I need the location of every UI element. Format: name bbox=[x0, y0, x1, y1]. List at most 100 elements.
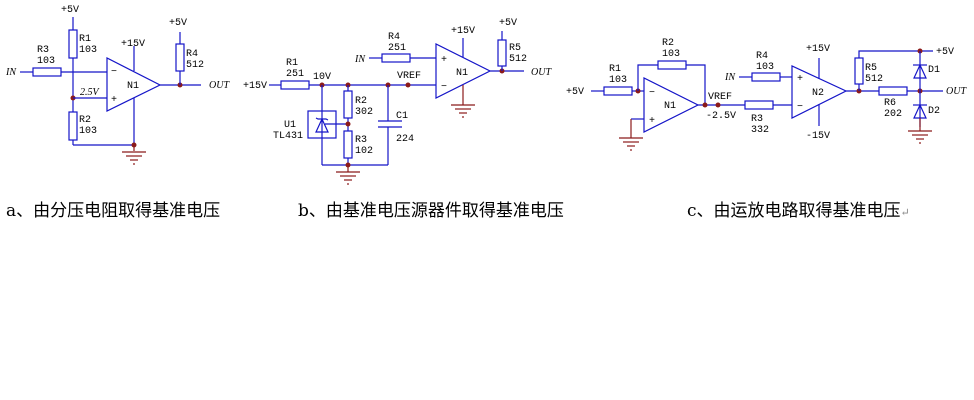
c-r2-value: 103 bbox=[662, 49, 680, 60]
b-supply-in-label: +15V bbox=[243, 81, 267, 92]
c-r4-value: 103 bbox=[756, 62, 774, 73]
a-node-voltage: 2.5V bbox=[80, 87, 101, 98]
a-r1-name: R1 bbox=[79, 34, 91, 45]
b-r5-value: 512 bbox=[509, 54, 527, 65]
b-opamp-minus: − bbox=[441, 82, 447, 93]
caption-b: b、由基准电压源器件取得基准电压 bbox=[298, 201, 564, 221]
a-resistor-r3 bbox=[32, 67, 62, 77]
c-r5-value: 512 bbox=[865, 74, 883, 85]
c-supply-in-label: +5V bbox=[566, 87, 584, 98]
b-opamp-ground-icon bbox=[451, 104, 475, 118]
a-r2-value: 103 bbox=[79, 126, 97, 137]
b-r2-value: 302 bbox=[355, 107, 373, 118]
b-vref-label: VREF bbox=[397, 71, 421, 82]
a-supply-r1-label: +5V bbox=[61, 5, 79, 16]
a-supply-r4-label: +5V bbox=[169, 18, 187, 29]
b-opamp-supply: +15V bbox=[451, 26, 475, 37]
c-d2-name: D2 bbox=[928, 106, 940, 117]
b-c1-name: C1 bbox=[396, 111, 408, 122]
a-opamp-plus: + bbox=[111, 95, 117, 106]
a-r2-name: R2 bbox=[79, 115, 91, 126]
circuit-b: +15V R1 251 10V VREF U1 TL431 R2 302 R3 … bbox=[243, 18, 552, 185]
a-resistor-r1 bbox=[68, 29, 78, 59]
c-vref-voltage: -2.5V bbox=[706, 111, 736, 122]
c-r2-name: R2 bbox=[662, 38, 674, 49]
c-junction-n1-out bbox=[702, 102, 708, 108]
a-r1-value: 103 bbox=[79, 45, 97, 56]
b-c1-value: 224 bbox=[396, 134, 414, 145]
a-input-label: IN bbox=[5, 67, 17, 78]
b-junction-vref bbox=[405, 82, 411, 88]
a-r4-name: R4 bbox=[186, 49, 198, 60]
c-n2-pos-supply: +15V bbox=[806, 44, 830, 55]
c-r3-name: R3 bbox=[751, 114, 763, 125]
b-input-label: IN bbox=[354, 54, 366, 65]
caption-a: a、由分压电阻取得基准电压 bbox=[6, 201, 221, 221]
b-r1-value: 251 bbox=[286, 69, 304, 80]
c-r5-name: R5 bbox=[865, 63, 877, 74]
b-junction-mid bbox=[345, 121, 351, 127]
c-r1-value: 103 bbox=[609, 75, 627, 86]
c-n2-minus: − bbox=[797, 102, 803, 113]
c-resistor-r1 bbox=[603, 86, 633, 96]
a-opamp-minus: − bbox=[111, 67, 117, 78]
b-u1-name: U1 bbox=[284, 120, 296, 131]
c-output-label: OUT bbox=[946, 86, 967, 97]
b-supply-r5-label: +5V bbox=[499, 18, 517, 29]
a-r3-value: 103 bbox=[37, 56, 55, 67]
c-n1-minus: − bbox=[649, 88, 655, 99]
c-r1-name: R1 bbox=[609, 64, 621, 75]
b-r3-name: R3 bbox=[355, 135, 367, 146]
b-r1-name: R1 bbox=[286, 58, 298, 69]
a-resistor-r2 bbox=[68, 111, 78, 141]
c-n1-name: N1 bbox=[664, 101, 676, 112]
b-resistor-r2 bbox=[343, 90, 353, 119]
c-n1-ground-icon bbox=[619, 137, 643, 151]
c-opamp-n1 bbox=[643, 77, 700, 133]
a-opamp-name: N1 bbox=[127, 81, 139, 92]
c-vref-label: VREF bbox=[708, 92, 732, 103]
b-u1-value: TL431 bbox=[273, 131, 303, 142]
c-resistor-r2 bbox=[657, 60, 687, 70]
b-opamp-name: N1 bbox=[456, 68, 468, 79]
c-input-label: IN bbox=[724, 72, 736, 83]
c-resistor-r3 bbox=[744, 100, 774, 110]
b-resistor-r5 bbox=[497, 39, 507, 67]
b-zener-icon bbox=[315, 117, 329, 133]
b-r2-name: R2 bbox=[355, 96, 367, 107]
c-r6-name: R6 bbox=[884, 98, 896, 109]
c-r6-value: 202 bbox=[884, 109, 902, 120]
c-n1-plus: + bbox=[649, 116, 655, 127]
b-r4-value: 251 bbox=[388, 43, 406, 54]
return-mark-icon: ↵ bbox=[900, 206, 910, 219]
b-opamp-n1 bbox=[435, 43, 492, 99]
b-r5-name: R5 bbox=[509, 43, 521, 54]
c-r3-value: 332 bbox=[751, 125, 769, 136]
schematic-canvas: +5V R1 103 IN R3 103 2.5V R2 103 − + N1 … bbox=[5, 5, 967, 185]
c-r4-name: R4 bbox=[756, 51, 768, 62]
b-opamp-plus: + bbox=[441, 55, 447, 66]
b-resistor-r3 bbox=[343, 130, 353, 159]
a-r3-name: R3 bbox=[37, 45, 49, 56]
a-output-label: OUT bbox=[209, 80, 230, 91]
c-diode-d1-icon bbox=[913, 63, 927, 79]
circuit-c: +5V R1 103 R2 103 − + N1 VREF -2.5V R bbox=[566, 38, 967, 151]
b-resistor-r4 bbox=[381, 53, 411, 63]
a-r4-value: 512 bbox=[186, 60, 204, 71]
b-ground-icon bbox=[336, 165, 360, 185]
b-r4-name: R4 bbox=[388, 32, 400, 43]
c-n2-plus: + bbox=[797, 74, 803, 85]
a-resistor-r4 bbox=[175, 43, 185, 72]
c-supply-top-label: +5V bbox=[936, 47, 954, 58]
c-resistor-r4 bbox=[751, 72, 781, 82]
b-r3-value: 102 bbox=[355, 146, 373, 157]
b-output-label: OUT bbox=[531, 67, 552, 78]
b-resistor-r1 bbox=[280, 80, 310, 90]
c-resistor-r5 bbox=[854, 57, 864, 85]
b-node-voltage: 10V bbox=[313, 72, 331, 83]
c-resistor-r6 bbox=[878, 86, 908, 96]
c-junction-vref bbox=[715, 102, 721, 108]
a-opamp-supply: +15V bbox=[121, 39, 145, 50]
c-n2-neg-supply: -15V bbox=[806, 131, 830, 142]
c-d1-name: D1 bbox=[928, 65, 940, 76]
